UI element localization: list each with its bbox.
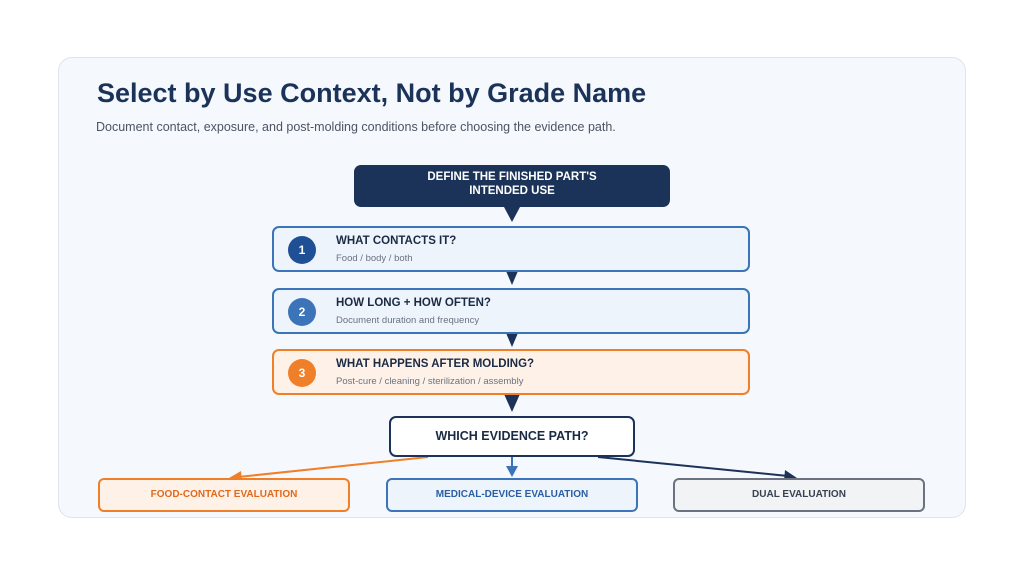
outcome-food-contact: FOOD-CONTACT EVALUATION [98, 478, 350, 512]
step-3-detail: Post-cure / cleaning / sterilization / a… [336, 376, 524, 387]
step-1-title: WHAT CONTACTS IT? [336, 235, 457, 247]
step-3-box: 3 WHAT HAPPENS AFTER MOLDING? Post-cure … [272, 349, 750, 395]
start-line-1: DEFINE THE FINISHED PART'S [427, 171, 597, 183]
step-3-title: WHAT HAPPENS AFTER MOLDING? [336, 358, 535, 370]
step-3-badge: 3 [288, 359, 316, 387]
start-line-2: INTENDED USE [469, 185, 555, 197]
outcome-dual: DUAL EVALUATION [673, 478, 925, 512]
step-1-detail: Food / body / both [336, 253, 413, 264]
page-title: Select by Use Context, Not by Grade Name [97, 78, 647, 108]
step-1-box: 1 WHAT CONTACTS IT? Food / body / both [272, 226, 750, 272]
start-node: DEFINE THE FINISHED PART'S INTENDED USE [354, 165, 670, 207]
step-2-box: 2 HOW LONG + HOW OFTEN? Document duratio… [272, 288, 750, 334]
step-2-detail: Document duration and frequency [336, 315, 480, 326]
decision-node: WHICH EVIDENCE PATH? [389, 416, 635, 457]
step-2-badge: 2 [288, 298, 316, 326]
outcome-medical-device: MEDICAL-DEVICE EVALUATION [386, 478, 638, 512]
step-2-title: HOW LONG + HOW OFTEN? [336, 297, 491, 309]
page-subtitle: Document contact, exposure, and post-mol… [96, 120, 616, 134]
step-1-badge: 1 [288, 236, 316, 264]
